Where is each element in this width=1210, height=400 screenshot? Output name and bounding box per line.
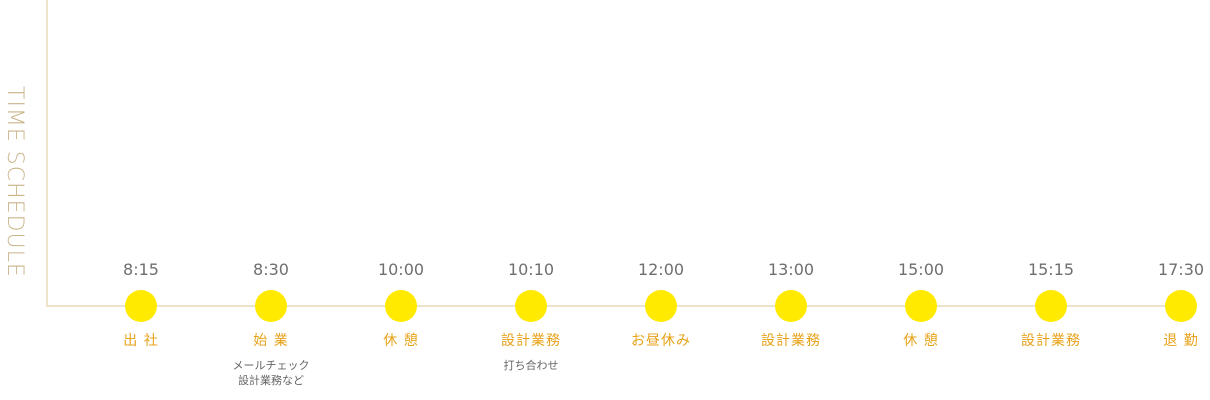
event-label: 設計業務 <box>1021 333 1081 349</box>
event-detail: 打ち合わせ <box>503 359 559 372</box>
timeline-dot-icon <box>385 290 417 322</box>
event-time: 15:15 <box>1027 260 1075 279</box>
event-label: 始 業 <box>253 333 289 349</box>
event-label: 休 憩 <box>903 333 939 349</box>
event-time: 10:10 <box>507 260 555 279</box>
event-time: 10:00 <box>377 260 425 279</box>
timeline-dot-icon <box>515 290 547 322</box>
timeline-event: 15:15 設計業務 <box>991 258 1111 358</box>
timeline-event: 10:10 設計業務 打ち合わせ <box>471 258 591 373</box>
timeline-dot-icon <box>905 290 937 322</box>
timeline-event: 8:30 始 業 メールチェック 設計業務など <box>211 258 331 388</box>
timeline-dot-icon <box>1035 290 1067 322</box>
event-label: 設計業務 <box>761 333 821 349</box>
event-time: 15:00 <box>897 260 945 279</box>
timeline-event: 12:00 お昼休み <box>601 258 721 358</box>
timeline-event: 10:00 休 憩 <box>341 258 461 358</box>
timeline-dot-icon <box>645 290 677 322</box>
event-time: 13:00 <box>767 260 815 279</box>
timeline-event: 13:00 設計業務 <box>731 258 851 358</box>
schedule-title: TIME SCHEDULE <box>2 86 27 278</box>
timeline-event: 17:30 退 勤 <box>1121 258 1210 358</box>
timeline-dot-icon <box>775 290 807 322</box>
event-time: 17:30 <box>1157 260 1205 279</box>
event-time: 8:15 <box>123 260 159 279</box>
timeline-event: 15:00 休 憩 <box>861 258 981 358</box>
event-time: 12:00 <box>637 260 685 279</box>
event-detail: メールチェック 設計業務など <box>232 359 310 387</box>
event-label: 出 社 <box>123 333 159 349</box>
event-label: お昼休み <box>631 333 691 349</box>
event-label: 休 憩 <box>383 333 419 349</box>
timeline-dot-icon <box>1165 290 1197 322</box>
timeline-line <box>46 305 1196 307</box>
timeline-dot-icon <box>255 290 287 322</box>
event-time: 8:30 <box>253 260 289 279</box>
event-label: 退 勤 <box>1163 333 1199 349</box>
timeline-dot-icon <box>125 290 157 322</box>
timeline-event: 8:15 出 社 <box>81 258 201 358</box>
vertical-axis-line <box>46 0 48 307</box>
event-label: 設計業務 <box>501 333 561 349</box>
